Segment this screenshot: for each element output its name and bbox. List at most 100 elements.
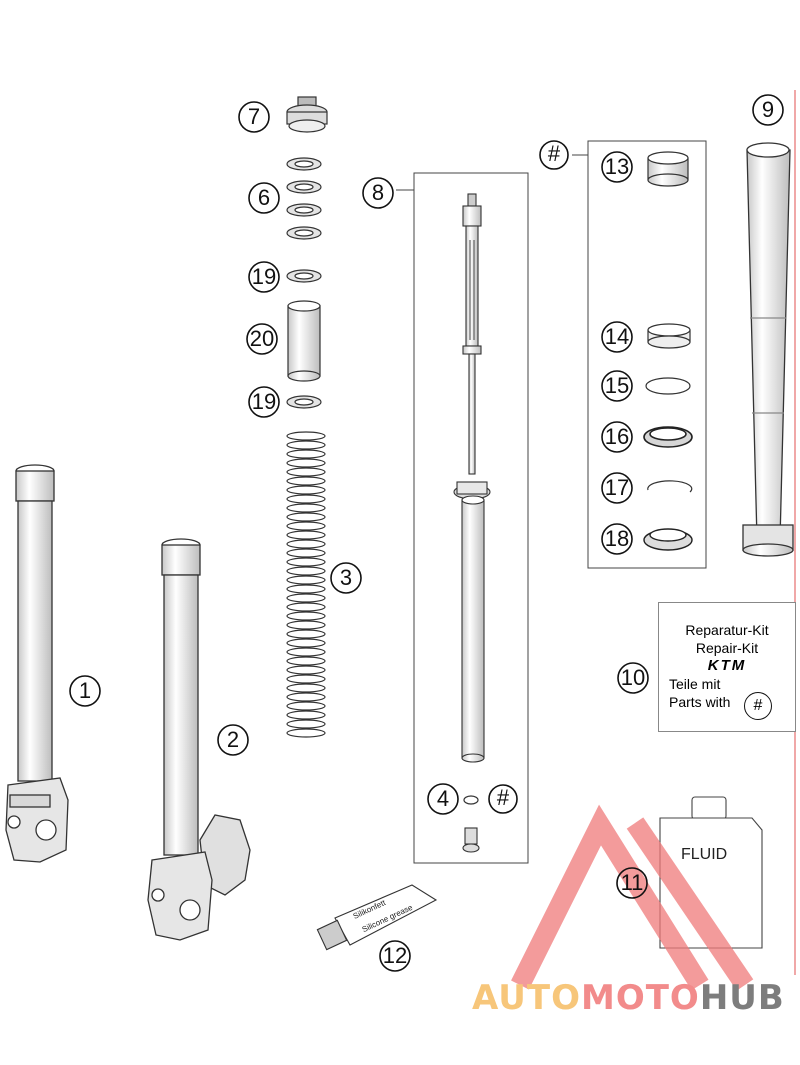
fork-oil-bottle <box>659 796 763 949</box>
spring-coil <box>286 638 326 648</box>
callout-circle <box>752 94 784 126</box>
callout-number: 2 <box>227 727 239 752</box>
spring-coil <box>286 602 326 612</box>
part-callout-4: 4 <box>427 783 459 815</box>
callout-number: 20 <box>250 326 274 351</box>
callout-circle <box>379 940 411 972</box>
watermark-part1: AUTO <box>472 978 581 1018</box>
callout-number: 10 <box>621 665 645 690</box>
spring-coil <box>286 557 326 567</box>
callout-circle <box>601 321 633 353</box>
washer-19-top <box>286 269 322 283</box>
spring-coil <box>286 467 326 477</box>
guide-bushing-13 <box>647 151 689 187</box>
callout-number: 3 <box>340 565 352 590</box>
spring-coil <box>286 539 326 549</box>
callout-circle <box>601 370 633 402</box>
kit-marker-symbol: # <box>548 141 561 166</box>
part-callout-12: 12 <box>379 940 411 972</box>
part-callout-9: 9 <box>752 94 784 126</box>
callout-number: 1 <box>79 678 91 703</box>
spring-coil <box>286 620 326 630</box>
spring-coil <box>286 431 326 441</box>
spring-coil <box>286 611 326 621</box>
part-callout-16: 16 <box>601 421 633 453</box>
fluid-label: FLUID <box>681 846 728 863</box>
part-callout-15: 15 <box>601 370 633 402</box>
watermark-text: AUTOMOTOHUB <box>472 978 785 1018</box>
callout-circle <box>248 261 280 293</box>
part-callout-13: 13 <box>601 151 633 183</box>
repair-kit-line3: Teile mit <box>669 676 721 692</box>
repair-kit-line2: Repair-Kit <box>695 640 759 656</box>
spring-coil <box>286 503 326 513</box>
fork-leg-right <box>147 538 251 941</box>
kit-bracket <box>572 140 707 569</box>
part-callout-20: 20 <box>246 323 278 355</box>
kit-marker-callout: # <box>488 784 518 814</box>
callout-circle <box>616 867 648 899</box>
circlip-17 <box>647 480 693 493</box>
spacer-tube <box>287 300 321 382</box>
callout-number: 19 <box>252 264 276 289</box>
callout-circle <box>248 386 280 418</box>
spring-coil <box>286 584 326 594</box>
part-callout-2: 2 <box>217 724 249 756</box>
part-callout-17: 17 <box>601 472 633 504</box>
spring-coil <box>286 566 326 576</box>
part-callout-10: 10 <box>617 662 649 694</box>
ktm-logo: KTM <box>707 657 747 674</box>
damper-cartridge <box>453 193 491 763</box>
spring-coil <box>286 710 326 720</box>
spring-coil <box>286 575 326 585</box>
spring-coil <box>286 458 326 468</box>
repair-kit-line4: Parts with <box>669 694 731 710</box>
callout-circle <box>601 472 633 504</box>
cartridge-bracket <box>396 172 529 864</box>
spring-coil <box>286 629 326 639</box>
callout-circle <box>427 783 459 815</box>
part-callout-11: 11 <box>616 867 648 899</box>
spring-coil <box>286 665 326 675</box>
spring-coil <box>286 521 326 531</box>
part-callout-6: 6 <box>248 182 280 214</box>
spring-coil <box>286 476 326 486</box>
callout-number: 6 <box>258 185 270 210</box>
spring-coil <box>286 440 326 450</box>
callout-circle <box>248 182 280 214</box>
repair-kit-card: Reparatur-Kit Repair-Kit KTM Teile mit P… <box>658 602 796 732</box>
callout-circle <box>246 323 278 355</box>
part-callout-8: 8 <box>362 177 394 209</box>
oil-seal-16 <box>643 426 693 448</box>
drain-screw <box>462 827 480 853</box>
guide-bushing-14 <box>647 323 691 349</box>
callout-circle <box>238 101 270 133</box>
callout-circle <box>601 421 633 453</box>
spring-coil <box>286 494 326 504</box>
watermark-triangle <box>511 804 754 991</box>
fork-leg-left <box>5 464 69 863</box>
callout-circle <box>601 151 633 183</box>
grease-tube <box>316 884 438 951</box>
part-callout-19a: 19 <box>248 261 280 293</box>
callout-number: 14 <box>605 324 629 349</box>
spring-coil <box>286 548 326 558</box>
callout-number: 12 <box>383 943 407 968</box>
callout-circle <box>217 724 249 756</box>
inner-fork-tube <box>742 142 794 557</box>
spring-coil <box>286 512 326 522</box>
part-callout-14: 14 <box>601 321 633 353</box>
spring-coil <box>286 683 326 693</box>
washers <box>286 157 322 240</box>
kit-marker-callout: # <box>539 140 569 170</box>
callout-number: 15 <box>605 373 629 398</box>
washer-19-bottom <box>286 395 322 409</box>
callout-number: 16 <box>605 424 629 449</box>
callout-number: 7 <box>248 104 260 129</box>
spring-coil <box>286 485 326 495</box>
callout-number: 19 <box>252 389 276 414</box>
part-callout-19b: 19 <box>248 386 280 418</box>
spring-coil <box>286 692 326 702</box>
fork-spring <box>286 431 326 738</box>
